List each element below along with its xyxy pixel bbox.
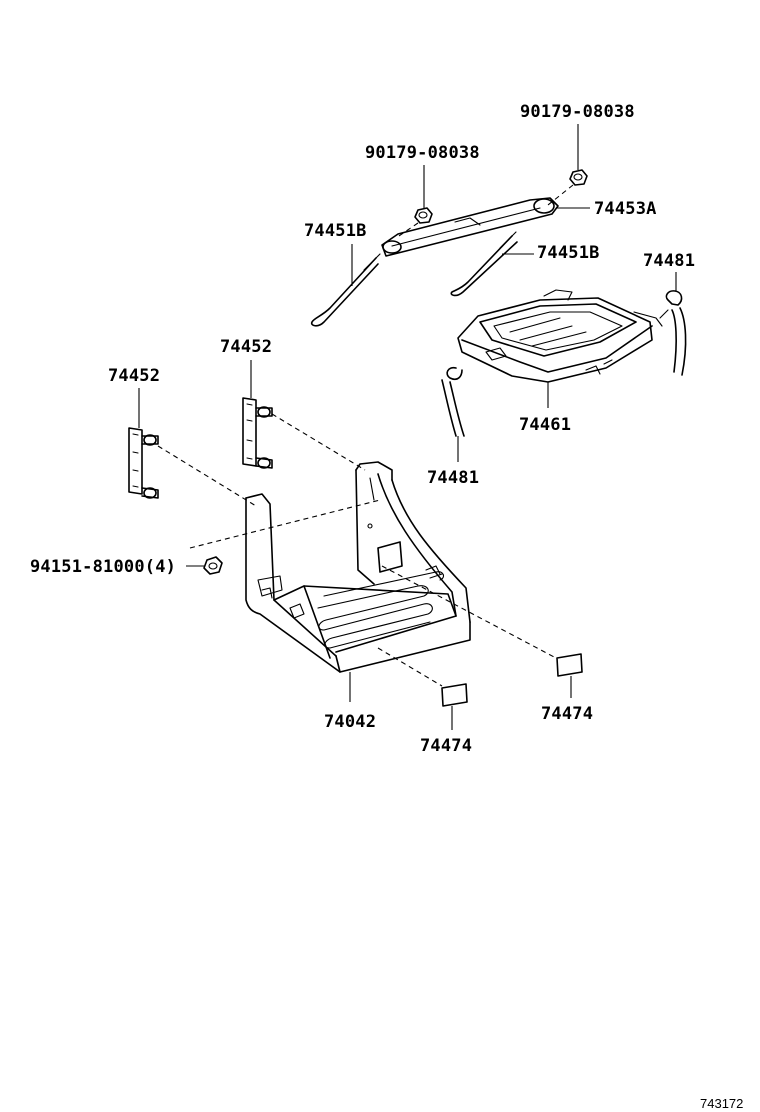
label-bracket-upper: 74452 [220,337,272,357]
label-nut: 94151-81000(4) [30,557,176,577]
label-pad-center: 74474 [420,736,472,756]
label-rod-right: 74451B [537,243,600,263]
label-bolt-top-left: 90179-08038 [365,143,480,163]
label-bolt-top-right: 90179-08038 [520,102,635,122]
rod-right [450,231,534,297]
label-bracket-lower: 74452 [108,366,160,386]
pad-center [441,683,468,730]
label-cover: 74461 [519,415,571,435]
bolt-top-left [395,165,433,239]
clamp-bar [381,197,590,257]
bracket-lower [128,388,257,507]
bolt-top-right [547,124,588,206]
diagram-code: 743172 [700,1096,743,1111]
label-hose-left: 74481 [427,468,479,488]
pad-right [556,653,583,698]
hose-left [441,366,465,462]
label-hose-right: 74481 [643,251,695,271]
battery-cover [457,289,663,408]
battery-tray [245,461,557,702]
rod-left [310,244,381,327]
nut [186,499,381,575]
bracket-upper [242,360,366,471]
label-rod-left: 74451B [304,221,367,241]
label-clamp: 74453A [594,199,657,219]
label-tray: 74042 [324,712,376,732]
label-pad-right: 74474 [541,704,593,724]
hose-right [659,272,687,376]
